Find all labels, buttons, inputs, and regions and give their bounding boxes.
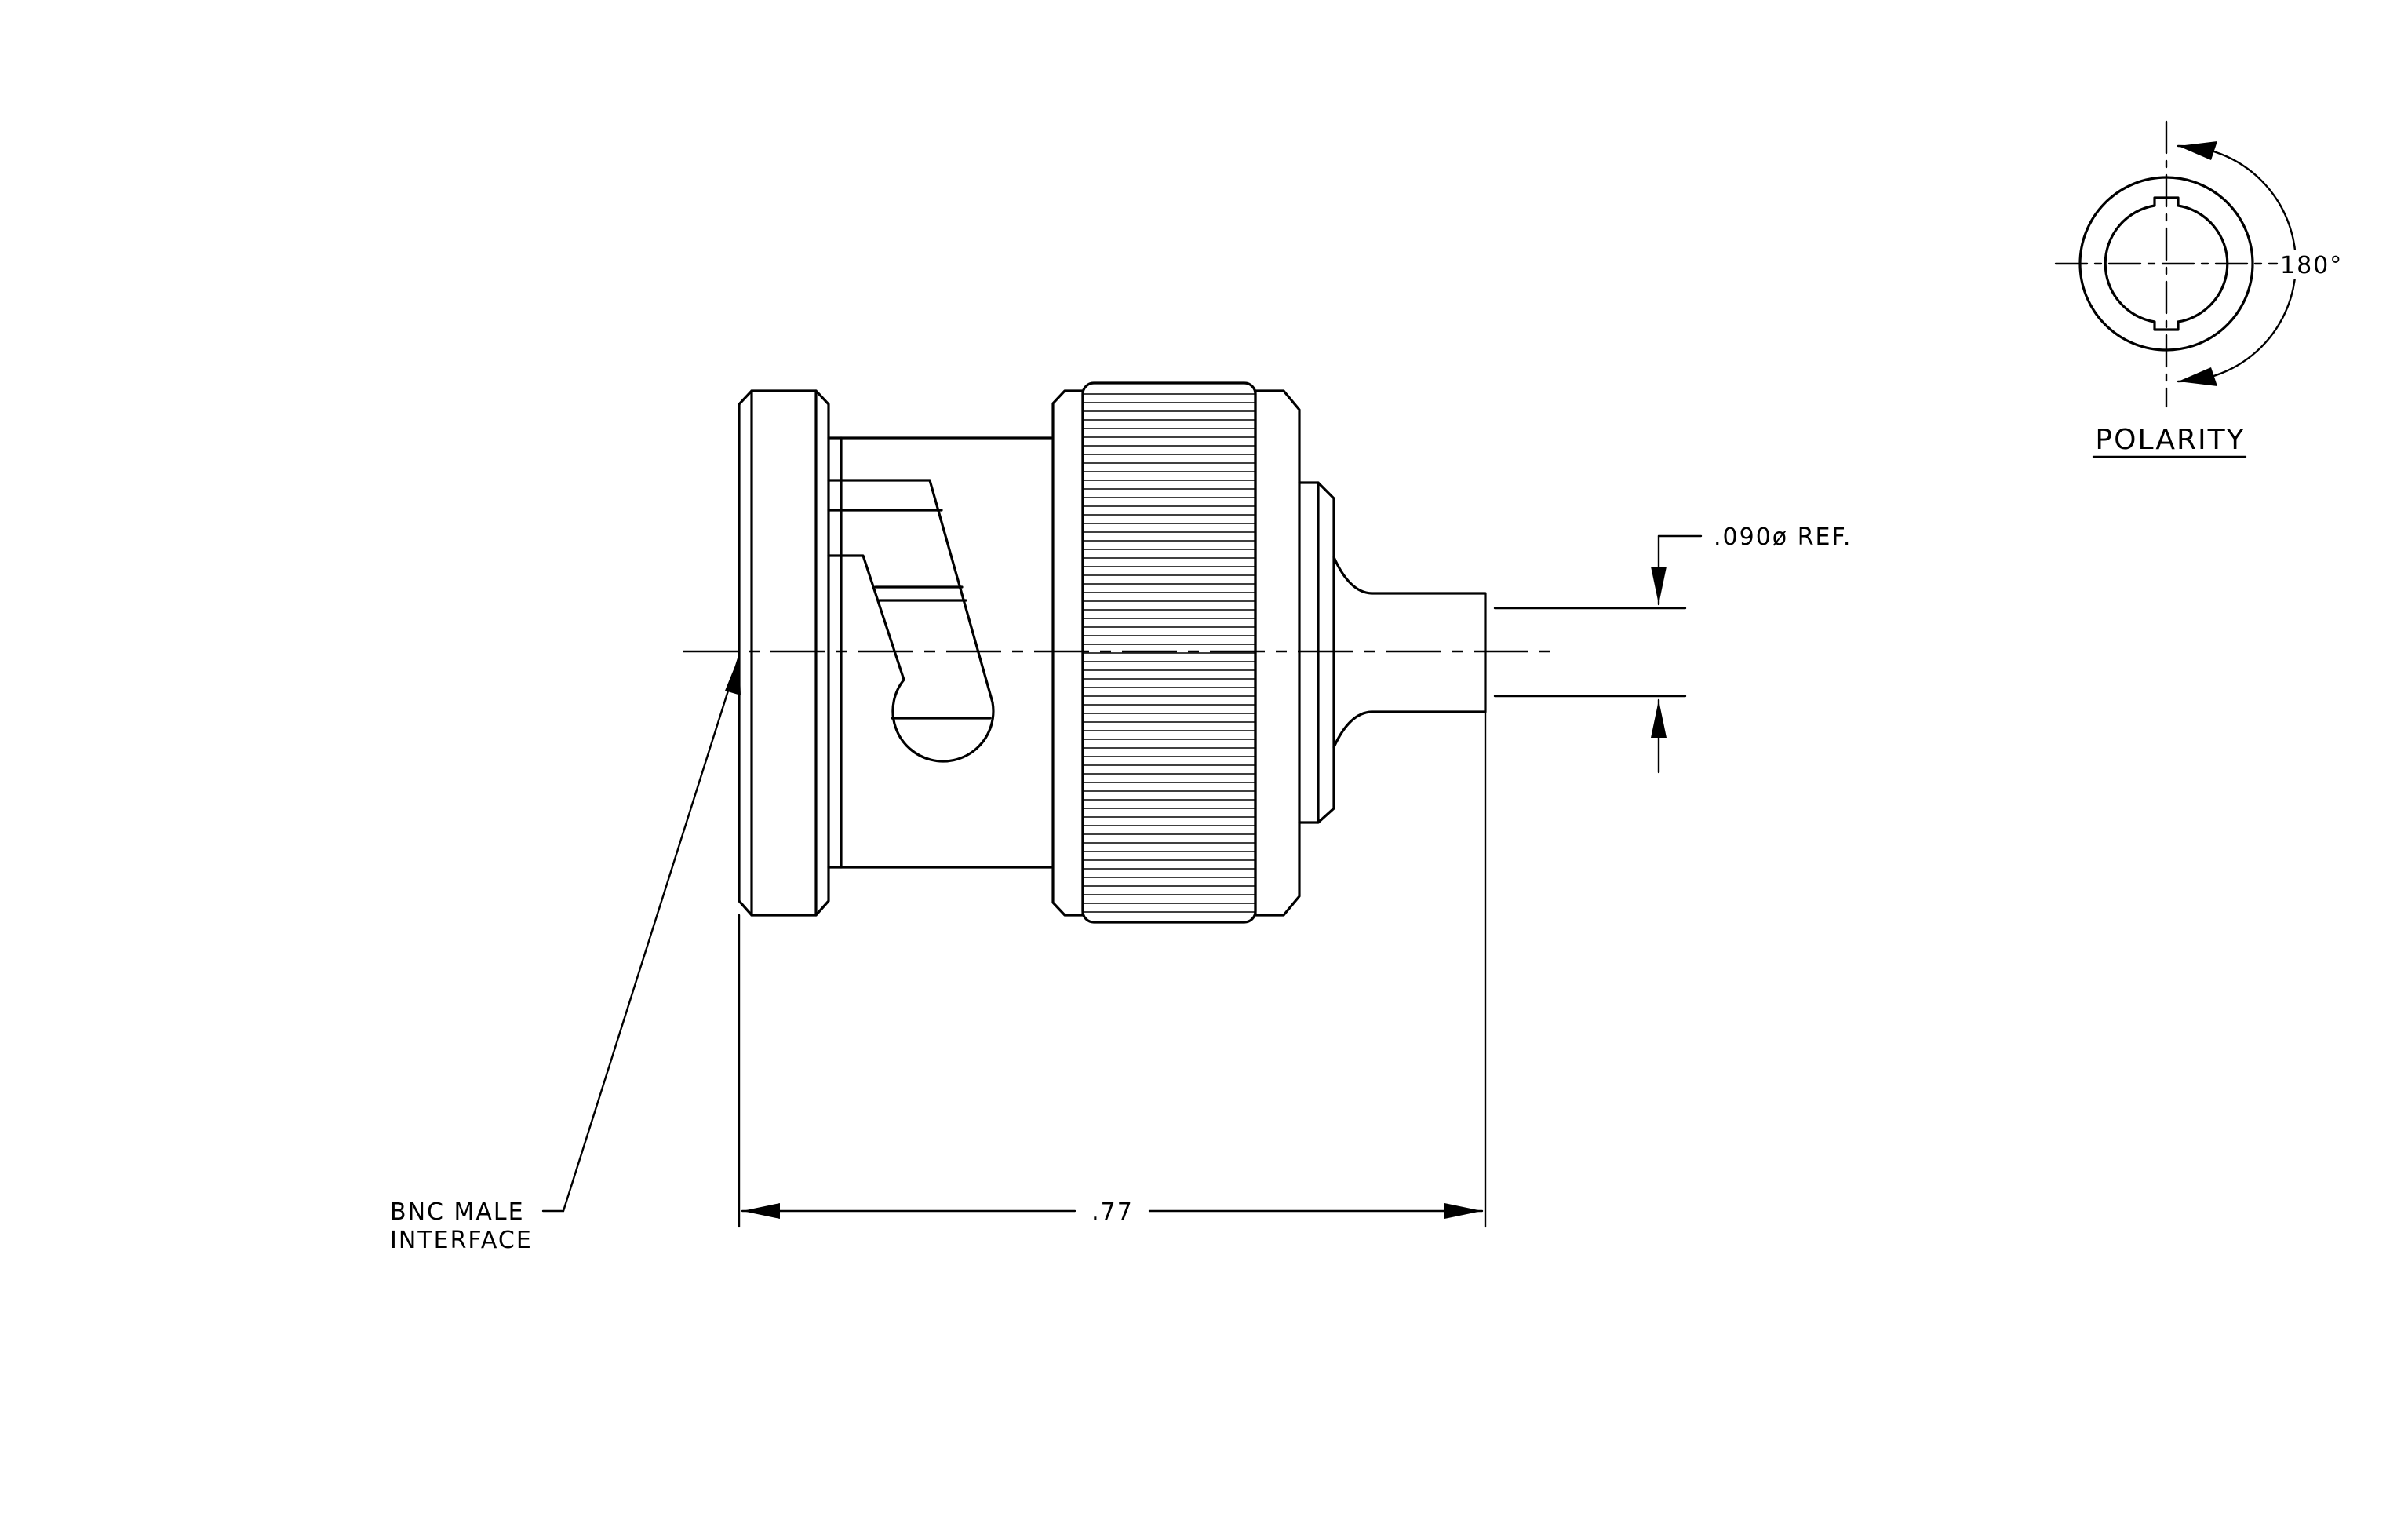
coupling-nut: [1051, 381, 1301, 924]
bayonet-slot: [827, 479, 995, 763]
connector-body: [683, 381, 1552, 924]
polarity-view: 180° POLARITY: [2054, 120, 2343, 458]
rear-step: [1298, 481, 1335, 824]
length-dimension: .77: [738, 710, 1487, 1228]
length-dimension-label: .77: [1091, 1198, 1134, 1226]
polarity-title: POLARITY: [2095, 424, 2245, 456]
interface-label-line2: INTERFACE: [390, 1227, 533, 1254]
polarity-angle-label: 180°: [2280, 252, 2343, 279]
interface-label-line1: BNC MALE: [390, 1198, 525, 1226]
cable-entry: [1332, 556, 1487, 749]
bayonet-barrel: [827, 436, 1053, 869]
diameter-dimension: .090ø REF.: [1493, 523, 1852, 774]
knurl-pattern: [1083, 393, 1255, 913]
interface-leader: BNC MALE INTERFACE: [390, 655, 741, 1254]
diameter-dimension-label: .090ø REF.: [1714, 523, 1852, 551]
